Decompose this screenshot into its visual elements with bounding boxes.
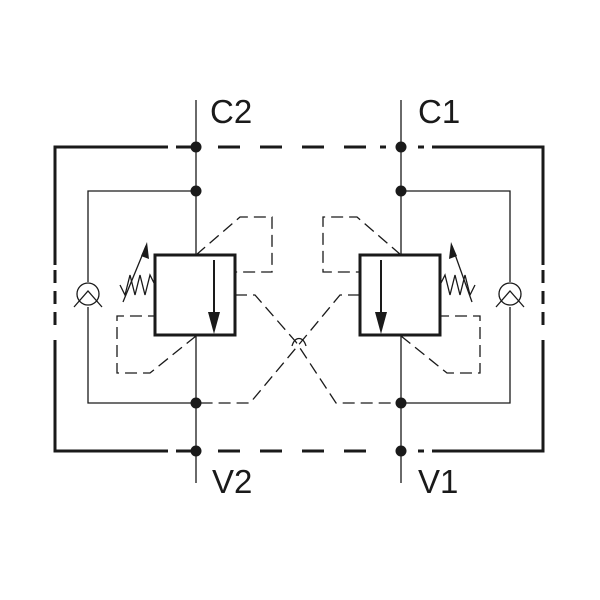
- pilot-lines: [116, 216, 481, 404]
- port-label-v1: V1: [418, 463, 458, 500]
- adjustable-spring-right-icon: [439, 242, 476, 303]
- counterbalance-valve-right: [358, 253, 442, 337]
- check-valve-bypass-left: [73, 190, 196, 404]
- valve-enclosure-frame: [53, 145, 545, 453]
- junction-dots: [190, 141, 407, 457]
- port-label-c2: C2: [210, 93, 252, 130]
- port-label-v2: V2: [212, 463, 252, 500]
- check-valve-bypass-right: [401, 190, 525, 404]
- port-label-c1: C1: [418, 93, 460, 130]
- counterbalance-valve-left: [153, 253, 237, 337]
- adjustable-spring-left-icon: [119, 242, 156, 303]
